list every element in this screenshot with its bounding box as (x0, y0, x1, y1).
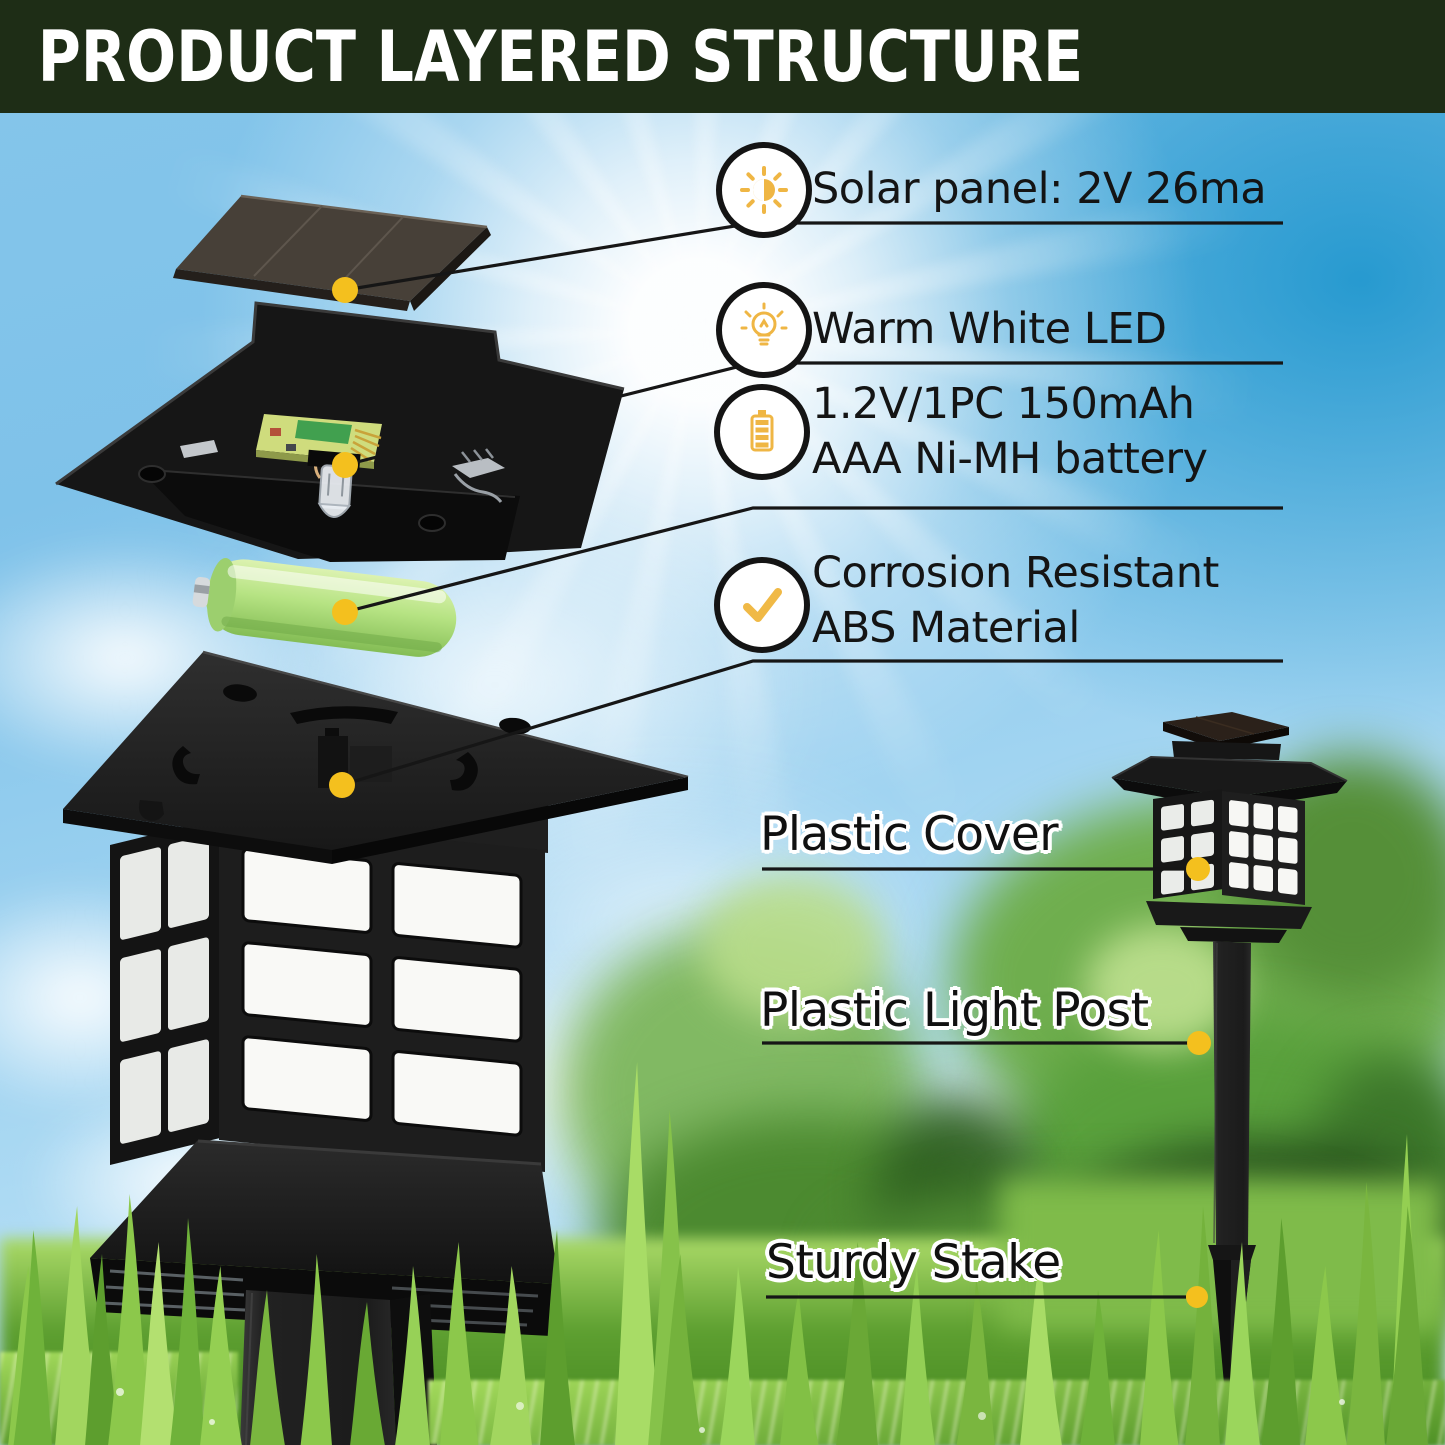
lantern-side-face (110, 818, 219, 1165)
leader-line-solar-panel (344, 221, 1283, 292)
callout-led: Warm White LED (812, 302, 1167, 357)
part-dot-abs (329, 772, 355, 798)
sun-badge (716, 142, 812, 238)
page-title: PRODUCT LAYERED STRUCTURE (37, 15, 1084, 98)
callout-line: AAA Ni-MH battery (812, 434, 1208, 484)
bulb-icon (740, 302, 788, 346)
header-bar: PRODUCT LAYERED STRUCTURE (0, 0, 1445, 113)
mount-plate-part (63, 650, 689, 864)
top-cap-part (55, 301, 625, 562)
callout-abs-material: Corrosion Resistant ABS Material (812, 546, 1219, 656)
part-dot-led (332, 452, 358, 478)
solar-panel-part (173, 194, 491, 311)
grass-blade-cluster (8, 1062, 1428, 1445)
callout-line: Solar panel: 2V 26ma (812, 164, 1267, 214)
part-dot-solar-panel (332, 277, 358, 303)
leader-line-abs (341, 659, 1283, 787)
assembled-light (1111, 712, 1348, 1440)
label-plastic-cover: Plastic Cover (760, 807, 1059, 862)
small-lantern-front (1222, 791, 1305, 906)
bulb-badge (716, 282, 812, 378)
check-badge (714, 557, 810, 653)
callout-battery: 1.2V/1PC 150mAh AAA Ni-MH battery (812, 377, 1208, 487)
callout-line: 1.2V/1PC 150mAh (812, 379, 1195, 429)
foliage-highlight (700, 875, 885, 1020)
battery-badge (714, 384, 810, 480)
callout-line: Warm White LED (812, 304, 1167, 354)
part-dot-plastic-cover (1186, 857, 1210, 881)
label-plastic-light-post: Plastic Light Post (760, 983, 1149, 1038)
part-dot-battery (332, 599, 358, 625)
battery-part (192, 557, 457, 657)
callout-line: ABS Material (812, 603, 1080, 653)
check-icon (743, 588, 782, 622)
sun-icon (740, 166, 788, 214)
callout-line: Corrosion Resistant (812, 548, 1219, 598)
leader-line-battery (344, 506, 1283, 614)
lantern-front-face (219, 818, 545, 1172)
part-dot-stake (1186, 1286, 1208, 1308)
lantern-part (110, 762, 549, 1172)
part-dot-light-post (1187, 1031, 1211, 1055)
stake-flange (1208, 1245, 1256, 1260)
callout-solar-panel: Solar panel: 2V 26ma (812, 162, 1267, 217)
label-sturdy-stake: Sturdy Stake (766, 1235, 1061, 1290)
battery-icon (750, 410, 774, 452)
